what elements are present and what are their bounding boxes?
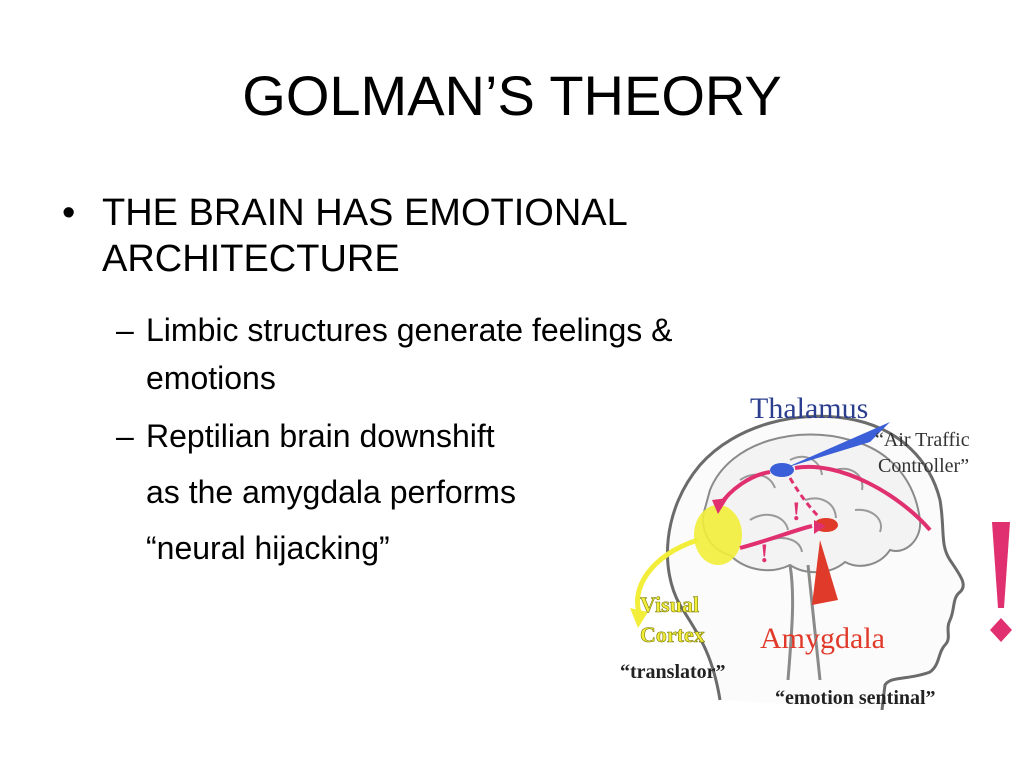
visual-cortex-area [694,505,742,565]
alert-mark-upper: ! [792,497,801,526]
arrow-thalamus-to-amygdala [788,477,822,520]
visual-arrow-head [630,608,648,628]
arrow-head-visual [712,498,728,514]
amygdala-role-label: “emotion sentinal” [775,687,936,709]
subpoint-reptilian-line-3: “neural hijacking” [146,530,390,566]
subpoint-reptilian-line-1: Reptilian brain downshift [146,418,495,454]
main-bullet-line-2: ARCHITECTURE [102,238,400,280]
visual-label-line-2: Cortex [640,622,705,647]
amygdala-label: Amygdala [760,622,885,655]
subpoint-marker: – [116,312,134,348]
alert-mark-lower: ! [760,539,769,568]
arrow-visual-to-amygdala [739,524,813,550]
subpoint-reptilian-line-2: as the amygdala performs [146,474,516,510]
thalamus-node [770,463,794,477]
brain-outline [702,433,922,574]
bullet-marker: • [62,192,76,234]
subpoint-marker: – [116,418,134,454]
brain-diagram: Thalamus “Air Traffic Controller” Visual… [620,392,1012,710]
thalamus-role-line-2: Controller” [878,455,969,477]
main-bullet-text: THE BRAIN HAS EMOTIONAL ARCHITECTURE [102,190,762,282]
thalamus-label: Thalamus [750,392,868,425]
visual-label-line-1: Visual [640,592,699,617]
visual-role-label: “translator” [620,661,726,683]
thalamus-pointer [785,422,890,468]
main-bullet-line-1: THE BRAIN HAS EMOTIONAL [102,192,628,234]
alert-bar [992,522,1010,608]
subpoint-limbic-line-1: Limbic structures generate feelings & [146,312,673,348]
brainstem [786,564,822,681]
subpoint-limbic-line-2: emotions [146,360,276,396]
thalamus-role-line-1: “Air Traffic [875,429,970,451]
visual-arrow [635,537,699,616]
arrow-head-amygdala [814,520,826,534]
arrow-to-thalamus [794,464,932,532]
alert-dot [990,618,1012,642]
slide-title: GOLMAN’S THEORY [242,64,782,127]
amygdala-wedge [812,540,838,605]
